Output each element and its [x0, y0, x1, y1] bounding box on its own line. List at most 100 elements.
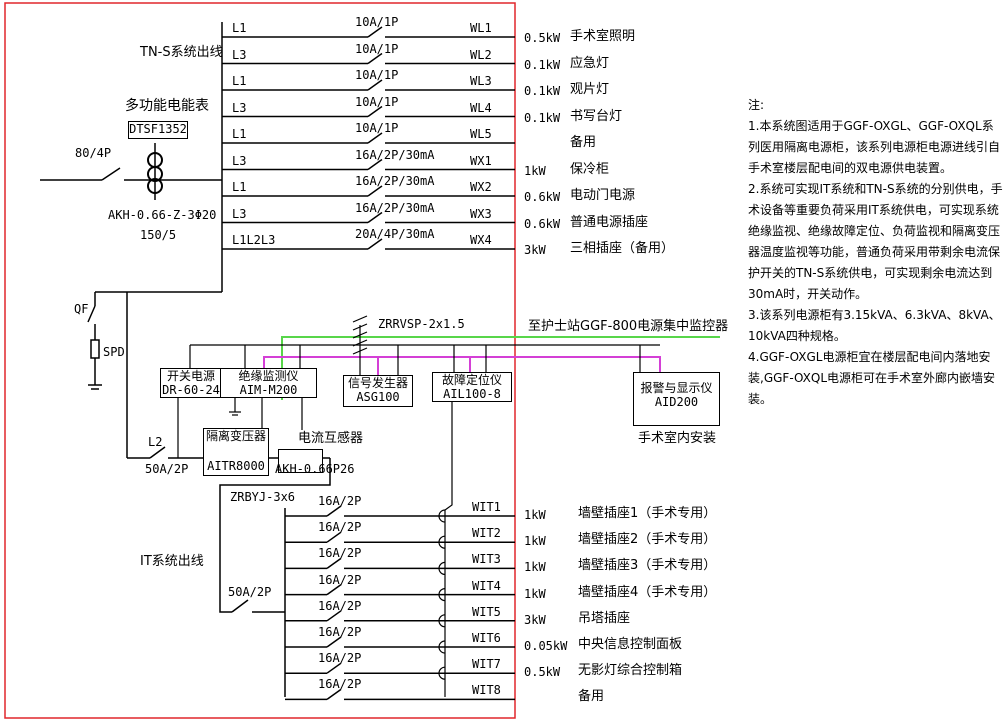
qf-switch	[87, 305, 96, 323]
it-circuit-desc: 中央信息控制面板	[578, 637, 683, 652]
spd-label: SPD	[103, 345, 125, 359]
transformer-model: AITR8000	[207, 459, 265, 473]
fault-title: 故障定位仪	[441, 373, 502, 387]
tn-circuit-code: WL3	[470, 74, 492, 88]
ct-loop-symbol	[438, 588, 446, 602]
tn-circuit-breaker: 10A/1P	[355, 15, 399, 29]
incoming-breaker	[101, 167, 121, 181]
tn-circuit-code: WX2	[470, 180, 492, 194]
insulation-title: 绝缘监测仪	[238, 369, 299, 383]
tn-breaker-symbol	[367, 185, 383, 197]
tn-breaker-symbol	[367, 158, 383, 171]
insulation-model: AIM-M200	[239, 383, 298, 397]
it-circuit-breaker: 16A/2P	[318, 625, 362, 639]
it-circuit-load: 1kW	[524, 560, 546, 575]
monitor-bus	[263, 356, 661, 375]
notes-heading: 注:	[748, 98, 765, 112]
signal-model: ASG100	[356, 390, 400, 404]
tn-circuit-phase: L3	[232, 47, 247, 62]
tn-circuit-phase: L3	[232, 206, 247, 221]
incoming-breaker-label: 80/4P	[75, 146, 112, 160]
tn-circuit-code: WL1	[470, 21, 492, 35]
it-breaker-symbol	[326, 505, 342, 517]
tn-circuit-load: 0.1kW	[524, 110, 561, 125]
note-3: 3.该系列电源柜有3.15kVA、6.3kVA、8kVA、10kVA四种规格。	[748, 308, 1001, 343]
it-circuit-breaker: 16A/2P	[318, 520, 362, 535]
ct-label: 电流互感器	[298, 431, 364, 446]
tn-circuit-phase: L1	[232, 180, 247, 194]
cabinet-frame	[4, 2, 516, 719]
notes-panel: 注: 1.本系统图适用于GGF-OXGL、GGF-OXQL系列医用隔离电源柜，该…	[748, 95, 1003, 410]
tn-circuit-breaker: 16A/2P/30mA	[355, 200, 435, 215]
transformer-title: 隔离变压器	[205, 429, 266, 443]
incoming-ct-model: AKH-0.66-Z-3Φ20	[108, 208, 217, 222]
tn-branch-lines	[222, 26, 515, 250]
tn-circuit-code: WL4	[470, 100, 492, 115]
tn-system-title: TN-S系统出线	[140, 45, 223, 60]
ct-box	[278, 449, 323, 473]
it-main-breaker	[231, 599, 249, 613]
it-main-breaker-label: 50A/2P	[228, 585, 272, 599]
incoming-ct-ratio: 150/5	[140, 228, 177, 242]
tn-circuit-phase: L3	[232, 100, 247, 115]
it-circuit-code: WIT3	[472, 552, 501, 567]
tn-circuit-desc: 保冷柜	[570, 161, 610, 177]
note-2: 2.系统可实现IT系统和TN-S系统的分别供电，手术设备等重要负荷采用IT系统供…	[748, 182, 1003, 301]
spd-symbol	[90, 339, 100, 359]
it-circuit-load: 1kW	[524, 508, 546, 522]
tn-circuit-load: 0.5kW	[524, 31, 561, 45]
ct-loop-symbol	[438, 561, 446, 575]
tn-circuit-breaker: 10A/1P	[355, 94, 399, 109]
ct-symbol	[147, 166, 163, 182]
tn-breaker-symbol	[367, 105, 383, 118]
it-circuit-desc: 墙壁插座2（手术专用）	[578, 532, 717, 548]
tn-circuit-desc: 普通电源插座	[570, 214, 649, 230]
ct-loop-symbol	[438, 614, 446, 628]
note-4: 4.GGF-OXGL电源柜宜在楼层配电间内落地安装,GGF-OXQL电源柜可在手…	[748, 350, 996, 406]
note-1: 1.本系统图适用于GGF-OXGL、GGF-OXQL系列医用隔离电源柜，该系列电…	[748, 119, 1001, 175]
tn-circuit-load: 0.6kW	[524, 216, 561, 231]
ct2-model: AKH-0.66P26	[275, 462, 355, 476]
alarm-model: AID200	[654, 395, 699, 409]
tn-circuit-code: WX3	[470, 206, 492, 221]
tn-circuit-desc: 备用	[570, 135, 597, 150]
tn-breaker-symbol	[367, 26, 383, 38]
it-circuit-desc: 备用	[578, 689, 605, 705]
tn-circuit-load: 3kW	[524, 243, 546, 257]
tn-circuit-load: 0.6kW	[524, 190, 561, 204]
it-circuit-code: WIT1	[472, 500, 501, 514]
psu-model: DR-60-24	[162, 383, 220, 397]
isolation-transformer-box: 隔离变压器 AITR8000	[203, 428, 269, 476]
it-branch-lines	[285, 505, 515, 701]
tn-circuit-load: 1kW	[524, 163, 546, 178]
tn-circuit-desc: 电动门电源	[570, 188, 636, 203]
tn-circuit-breaker: 10A/1P	[355, 121, 399, 135]
tn-circuit-desc: 手术室照明	[570, 29, 636, 44]
it-circuit-breaker: 16A/2P	[318, 572, 362, 587]
tn-circuit-breaker: 16A/2P/30mA	[355, 174, 435, 188]
l2-label: L2	[148, 435, 163, 449]
it-circuit-breaker: 16A/2P	[318, 677, 362, 692]
tn-circuit-load: 0.1kW	[524, 84, 561, 98]
it-breaker-symbol	[326, 688, 342, 701]
it-circuit-code: WIT5	[472, 604, 501, 619]
it-system-title: IT系统出线	[140, 554, 204, 569]
tn-circuit-code: WL2	[470, 47, 492, 62]
alarm-install-note: 手术室内安装	[638, 431, 717, 446]
tn-breaker-symbol	[367, 79, 383, 91]
psu-title: 开关电源	[166, 369, 215, 383]
tn-circuit-breaker: 10A/1P	[355, 68, 399, 82]
tn-circuit-breaker: 20A/4P/30mA	[355, 227, 435, 241]
it-breaker-symbol	[326, 636, 342, 648]
tn-circuit-phase: L1L2L3	[232, 233, 276, 247]
it-circuit-desc: 墙壁插座3（手术专用）	[578, 558, 717, 574]
it-breaker-symbol	[326, 583, 342, 596]
signal-title: 信号发生器	[347, 376, 408, 390]
ct-loop-symbol	[438, 509, 446, 523]
it-circuit-code: WIT4	[472, 578, 501, 593]
tn-circuit-desc: 应急灯	[570, 55, 610, 71]
tn-circuit-code: WX1	[470, 153, 492, 168]
alarm-title: 报警与显示仪	[640, 381, 713, 395]
